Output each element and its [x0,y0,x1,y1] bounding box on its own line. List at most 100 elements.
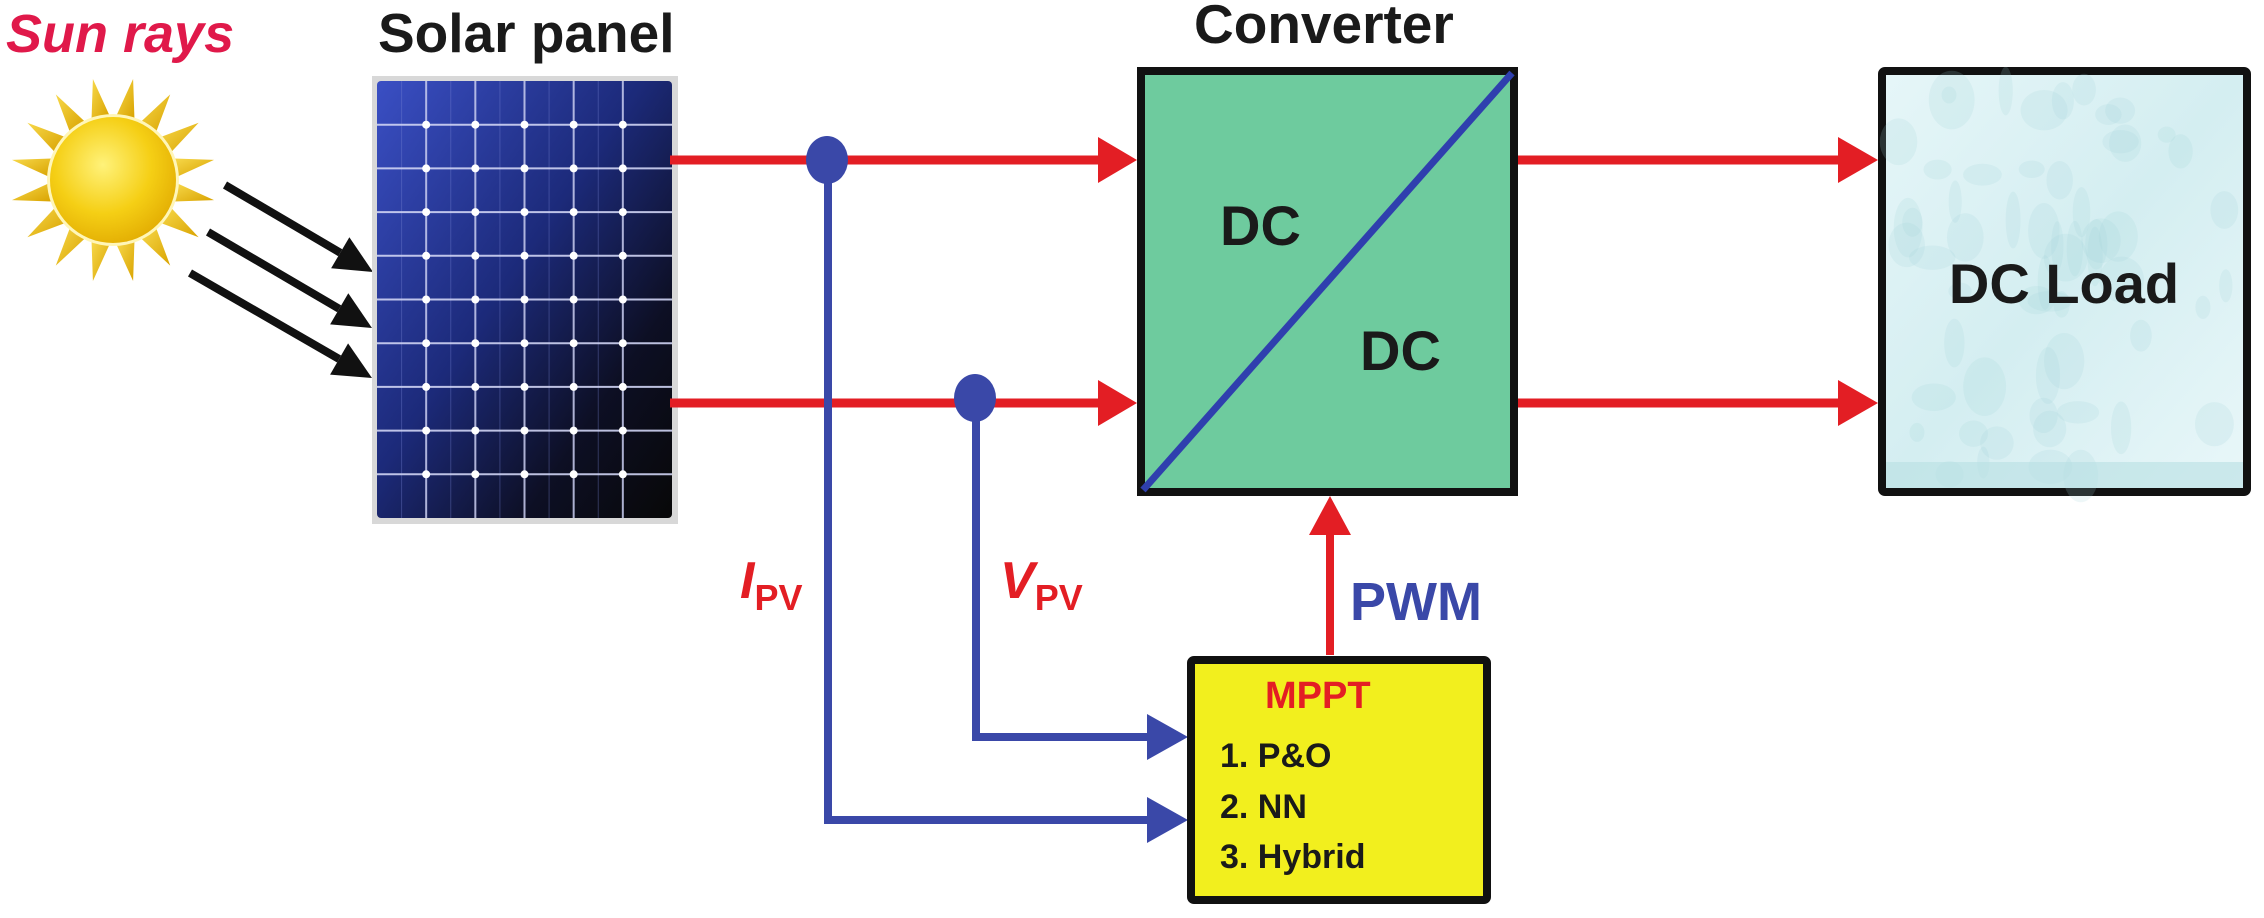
panel-grid-dot [569,208,578,217]
load-texture-spot [2066,220,2084,277]
sun-icon [11,78,215,282]
load-texture-spot [1928,70,1975,130]
load-texture-spot [2194,402,2234,447]
load-texture-spot [2098,211,2138,262]
panel-grid-dot [569,164,578,173]
panel-grid-dot [471,208,480,217]
sun-ray [141,94,171,132]
load-texture-spot [1941,86,1957,104]
panel-grid-dot [520,164,529,173]
load-texture-spot [2043,233,2088,282]
panel-grid-dot [618,382,627,391]
converter-output-label: DC [1360,319,1441,382]
panel-grid-dot [422,120,431,129]
load-texture-spot [2056,401,2100,424]
sun-ray-arrow-head [330,343,372,378]
sun-ray-arrow-head [330,293,372,328]
load-texture-spot [2130,319,2152,352]
panel-grid-dot [520,295,529,304]
load-texture-spot [2085,219,2108,270]
panel-grid-dot [422,164,431,173]
panel-grid-dot [618,426,627,435]
panel-grid-dot [569,382,578,391]
sun-ray [161,208,199,238]
sun-ray [174,183,215,202]
sun-rays-title: Sun rays [6,4,234,64]
load-texture-spot [1980,426,2014,460]
sun-ray-arrow-shaft [222,181,343,257]
load-texture-spot [2168,134,2193,169]
panel-grid-dot [520,470,529,479]
panel-grid-dot [520,208,529,217]
load-texture-spot [2027,291,2072,312]
load-texture-spot [2072,187,2091,238]
panel-grid-dot [422,208,431,217]
sun-ray [174,158,215,177]
mppt-method-1: 1. P&O [1220,737,1331,775]
load-texture-spot [1911,383,1956,412]
panel-grid-dot [618,339,627,348]
sun-disc [50,117,176,243]
panel-grid-dot [422,426,431,435]
sun-ray-arrow-head [331,237,373,272]
panel-grid-dot [520,251,529,260]
power-line-bottom [670,380,1137,426]
load-texture-spot [2044,332,2085,390]
pwm-label: PWM [1350,572,1482,632]
current-signal-label: IPV [740,552,802,618]
load-texture-spot [2099,256,2145,303]
load-texture-spot [1902,207,1923,237]
panel-grid-dot [471,382,480,391]
converter-diagonal [1140,70,1515,493]
load-texture-spot [1888,222,1925,268]
panel-grid-dot [520,120,529,129]
load-texture-spot [1946,213,1984,262]
panel-grid-dot [471,339,480,348]
load-bottom-shade [1886,462,2243,488]
load-texture-spot [1948,180,1962,223]
sun-ray [55,228,85,266]
load-texture-spot [1998,66,2013,116]
load-texture-spot [1944,318,1965,368]
panel-grid-dot [471,470,480,479]
panel-grid-dot [422,295,431,304]
load-texture-spot [2195,295,2211,319]
load-texture-spot [2046,161,2073,200]
panel-grid-dot [422,339,431,348]
panel-grid-dot [569,251,578,260]
current-sense-line [806,136,1188,843]
load-texture-spot [2035,347,2061,405]
sun-ray [27,122,65,152]
sun-ray [141,228,171,266]
panel-grid-dot [569,470,578,479]
sun-ray [116,78,135,119]
load-texture-spot [2037,255,2053,310]
sun-ray [116,241,135,282]
load-texture-spot [2081,218,2121,264]
voltage-signal-label: VPV [1000,552,1083,618]
load-texture-spot [2018,285,2055,315]
sun-rays-arrows [188,181,373,378]
load-texture-spot [2051,82,2074,120]
panel-grid-dot [618,208,627,217]
load-texture-spot [2051,221,2064,271]
panel-grid-dot [422,382,431,391]
load-texture-spot [2033,410,2067,448]
converter-block: DC DC [1137,67,1518,496]
load-texture-spot [2020,89,2068,131]
panel-grid-dot [471,120,480,129]
load-texture-spot [2157,126,2176,143]
panel-grid-dot [618,295,627,304]
dc-load-block: DC Load [1878,66,2251,503]
solar-panel-title: Solar panel [378,2,674,64]
load-texture-spot [2053,290,2070,318]
dc-load-label: DC Load [1949,252,2179,315]
solar-panel [372,76,678,524]
sun-ray [55,94,85,132]
load-texture-spot [1923,159,1952,180]
sun-ray [27,208,65,238]
panel-grid-dot [422,470,431,479]
panel-grid-dot [618,164,627,173]
pwm-arrow [1309,496,1351,655]
